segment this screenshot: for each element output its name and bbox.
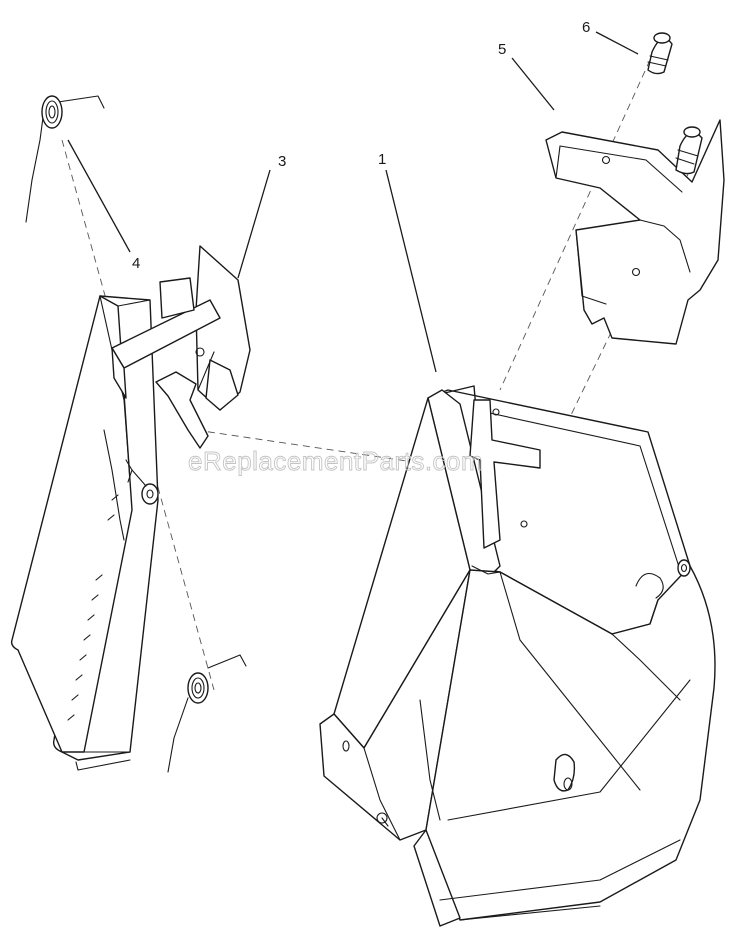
callout-5: 5: [498, 41, 506, 58]
watermark-text: eReplacementParts.com: [188, 446, 483, 476]
callout-4: 4: [132, 255, 140, 272]
callout-3: 3: [278, 153, 286, 170]
upper-carriage-bolt: [647, 32, 673, 75]
callout-1: 1: [378, 151, 386, 168]
callout-labels: 1 3 4 5 6: [132, 19, 590, 272]
callout-leaders: [67, 31, 639, 373]
mounting-plate: [545, 119, 725, 345]
left-deflector-door: [10, 295, 159, 771]
lower-torsion-spring: [167, 654, 247, 773]
callout-6: 6: [582, 19, 590, 36]
upper-torsion-spring: [25, 95, 105, 223]
discharge-chute-housing: [319, 385, 716, 927]
lower-carriage-bolt: [675, 126, 703, 175]
hinge-bracket: [111, 245, 251, 449]
